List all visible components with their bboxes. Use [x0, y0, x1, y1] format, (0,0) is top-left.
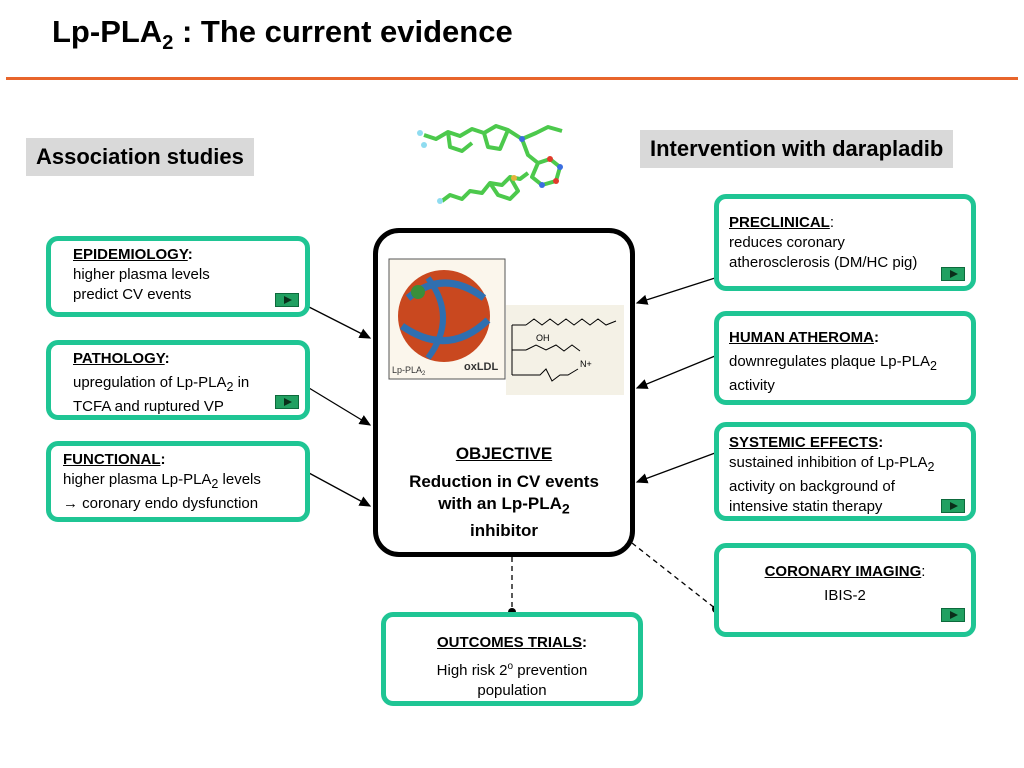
human-atheroma-label: HUMAN ATHEROMA: [729, 329, 874, 346]
preclinical-label: PRECLINICAL: [729, 214, 830, 231]
intervention-header: Intervention with darapladib: [640, 130, 954, 168]
coronary-imaging-box: CORONARY IMAGING: IBIS-2: [714, 543, 976, 637]
outcomes-trials-box: OUTCOMES TRIALS: High risk 2o prevention…: [381, 612, 643, 706]
title-divider: [6, 77, 1018, 80]
darapladib-molecule-image: [417, 124, 563, 204]
svg-text:N+: N+: [580, 359, 592, 369]
systemic-effects-box: SYSTEMIC EFFECTS: sustained inhibition o…: [714, 422, 976, 521]
svg-text:OH: OH: [536, 333, 550, 343]
epidemiology-box: EPIDEMIOLOGY: higher plasma levels predi…: [46, 236, 310, 317]
epidemiology-text-1: higher plasma levels: [73, 266, 210, 283]
page-title: Lp-PLA2 : The current evidence: [52, 14, 513, 55]
play-icon[interactable]: [275, 395, 299, 409]
outcomes-trials-label: OUTCOMES TRIALS: [437, 634, 582, 651]
pathology-box: PATHOLOGY: upregulation of Lp-PLA2 in TC…: [46, 340, 310, 420]
preclinical-text-2: atherosclerosis (DM/HC pig): [729, 254, 918, 271]
preclinical-box: PRECLINICAL: reduces coronary atheroscle…: [714, 194, 976, 291]
objective-text: OBJECTIVE Reduction in CV events with an…: [378, 443, 630, 542]
phospholipid-structure-image: OH N+: [506, 305, 624, 395]
preclinical-text-1: reduces coronary: [729, 234, 845, 251]
svg-text:oxLDL: oxLDL: [464, 361, 499, 373]
human-atheroma-box: HUMAN ATHEROMA: downregulates plaque Lp-…: [714, 311, 976, 405]
systemic-effects-label: SYSTEMIC EFFECTS: [729, 434, 879, 451]
objective-box: Lp-PLA2 oxLDL OH N+ OBJECTIVE Reduction …: [373, 228, 635, 557]
functional-box: FUNCTIONAL: higher plasma Lp-PLA2 levels…: [46, 441, 310, 522]
play-icon[interactable]: [941, 499, 965, 513]
svg-text:Lp-PLA2: Lp-PLA2: [392, 365, 426, 377]
objective-label: OBJECTIVE: [455, 444, 553, 463]
association-studies-header: Association studies: [26, 138, 254, 176]
play-icon[interactable]: [941, 608, 965, 622]
coronary-imaging-text: IBIS-2: [824, 587, 866, 604]
pathology-text-2: TCFA and ruptured VP: [73, 398, 224, 415]
play-icon[interactable]: [275, 293, 299, 307]
epidemiology-label: EPIDEMIOLOGY: [73, 246, 188, 263]
functional-label: FUNCTIONAL: [63, 451, 161, 468]
epidemiology-text-2: predict CV events: [73, 286, 192, 303]
pathology-label: PATHOLOGY: [73, 350, 165, 367]
coronary-imaging-label: CORONARY IMAGING: [764, 563, 922, 580]
lipoprotein-particle-image: Lp-PLA2 oxLDL: [388, 258, 506, 380]
play-icon[interactable]: [941, 267, 965, 281]
functional-text-2: → coronary endo dysfunction: [63, 495, 259, 512]
